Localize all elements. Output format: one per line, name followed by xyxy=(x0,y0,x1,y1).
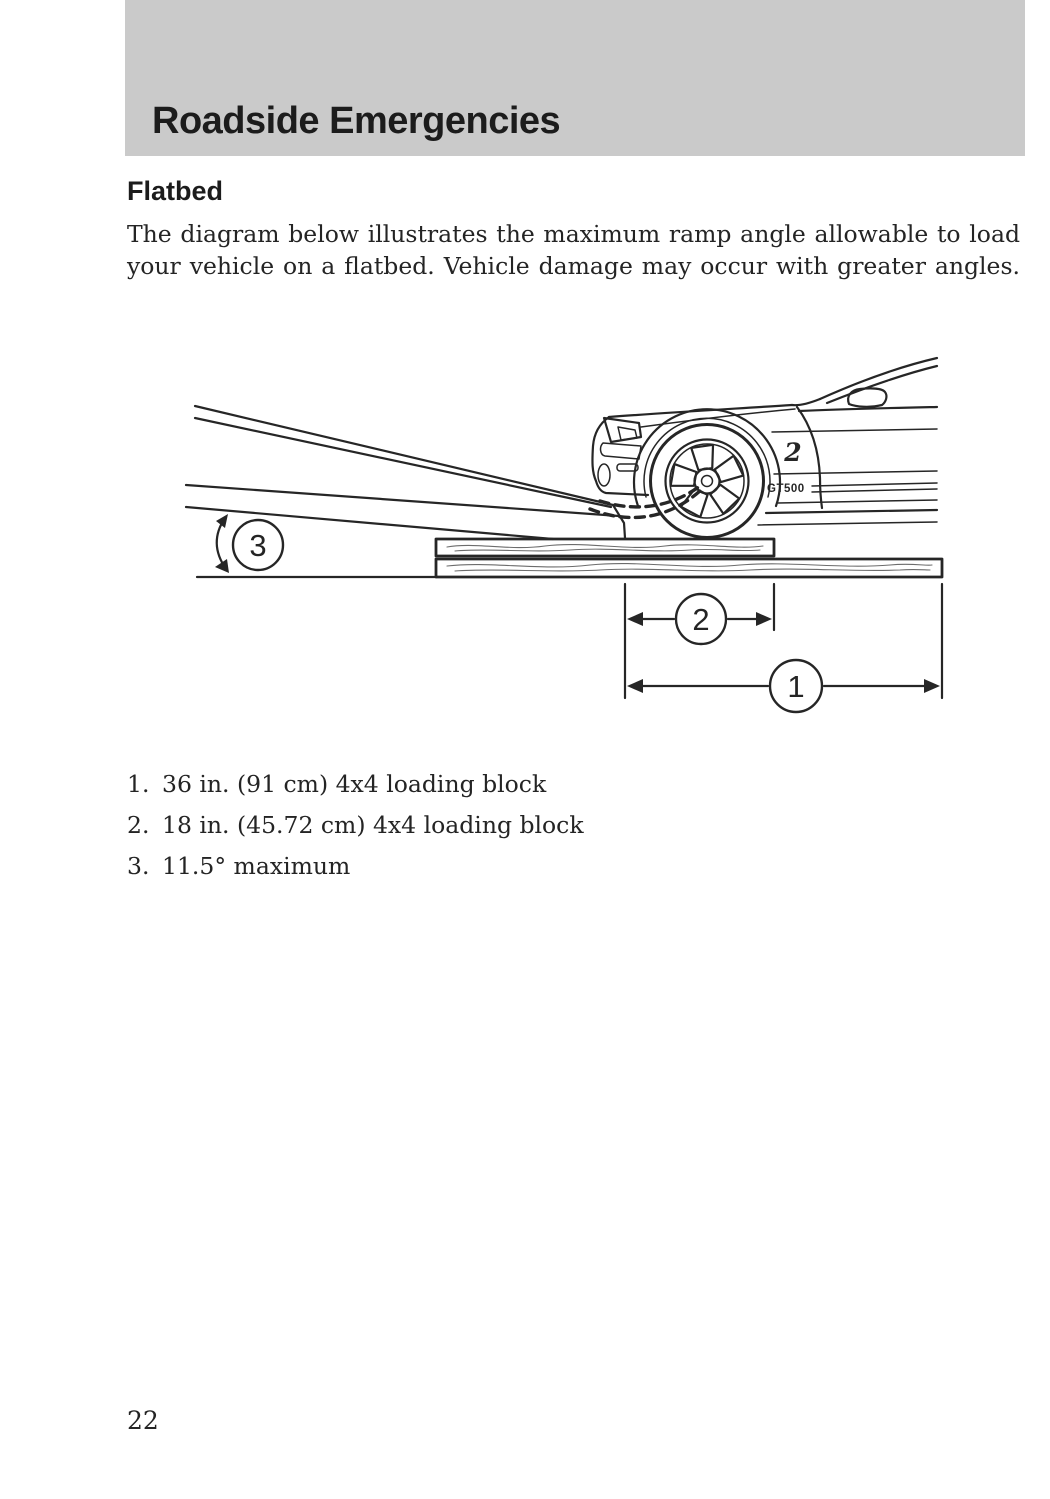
loading-block-36 xyxy=(434,557,944,579)
callout-label-2: 2 xyxy=(692,602,709,637)
fog-lamp xyxy=(597,463,611,487)
legend-item: 3. 11.5° maximum xyxy=(127,852,827,893)
loading-block-18 xyxy=(434,537,776,558)
fender-badge: 2 xyxy=(783,438,801,467)
legend-item: 1. 36 in. (91 cm) 4x4 loading block xyxy=(127,770,827,811)
header-band: Roadside Emergencies xyxy=(125,0,1025,156)
legend-item-text: 11.5° maximum xyxy=(162,852,351,880)
headlight xyxy=(602,416,643,444)
section-heading: Flatbed xyxy=(127,176,224,206)
callout-circle-3 xyxy=(231,518,285,572)
splitter-path-dashed xyxy=(588,484,703,520)
angle-callout: 3 xyxy=(215,514,285,573)
legend: 1. 36 in. (91 cm) 4x4 loading block 2. 1… xyxy=(127,770,827,893)
dimension-line-2: 2 xyxy=(627,592,772,646)
side-marker xyxy=(616,463,639,472)
callout-circle-2 xyxy=(674,592,728,646)
callout-label-3: 3 xyxy=(249,528,266,563)
front-wheel xyxy=(649,423,765,539)
ramp xyxy=(184,404,627,541)
arrowhead-up xyxy=(216,514,228,528)
page-title: Roadside Emergencies xyxy=(152,100,561,142)
vehicle-illustration: 2 GT500 xyxy=(588,356,939,539)
body-paragraph: The diagram below illustrates the maximu… xyxy=(127,219,1020,282)
callout-label-1: 1 xyxy=(787,669,804,704)
callout-circle-1 xyxy=(768,658,824,714)
legend-item-number: 2. xyxy=(127,811,150,839)
legend-item-text: 36 in. (91 cm) 4x4 loading block xyxy=(162,770,547,798)
side-mirror xyxy=(847,387,888,408)
rocker-badge: GT500 xyxy=(767,483,805,495)
arrowhead-down xyxy=(215,559,229,573)
body-line-1: The diagram below illustrates the maximu… xyxy=(127,220,1020,248)
legend-item-text: 18 in. (45.72 cm) 4x4 loading block xyxy=(162,811,584,839)
legend-item-number: 3. xyxy=(127,852,150,880)
grille xyxy=(599,442,642,460)
body-line-2: your vehicle on a flatbed. Vehicle damag… xyxy=(127,251,1020,280)
legend-item-number: 1. xyxy=(127,770,150,798)
page-number: 22 xyxy=(127,1406,159,1435)
legend-item: 2. 18 in. (45.72 cm) 4x4 loading block xyxy=(127,811,827,852)
dimension-line-1: 1 xyxy=(627,658,940,714)
wheel-spokes xyxy=(669,443,745,519)
extension-lines xyxy=(623,582,944,700)
